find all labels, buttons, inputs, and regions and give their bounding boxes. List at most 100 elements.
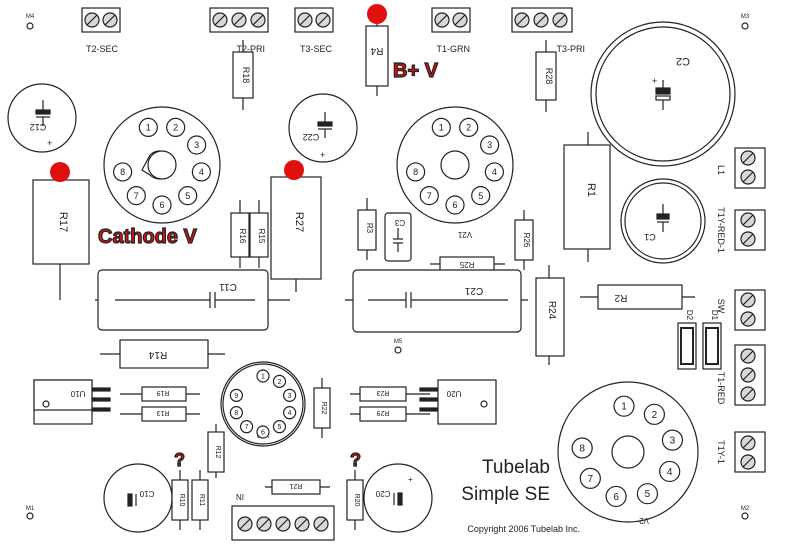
socket-pin-number: 2 xyxy=(278,379,282,386)
svg-text:D1: D1 xyxy=(710,310,719,321)
svg-text:T1Y-1: T1Y-1 xyxy=(716,440,726,464)
diode-d2: D2 xyxy=(677,310,697,370)
svg-text:R27: R27 xyxy=(293,212,305,232)
diode-d1: D1 xyxy=(702,310,722,370)
svg-text:+: + xyxy=(47,138,52,148)
svg-text:U10: U10 xyxy=(70,389,85,398)
question-annotation-right: ? xyxy=(350,450,361,470)
socket-pin-number: 7 xyxy=(427,191,432,201)
capacitor-c12: C12 + xyxy=(7,83,77,153)
svg-text:C20: C20 xyxy=(375,489,390,498)
socket-pin-number: 8 xyxy=(413,167,418,177)
socket-pin-number: 7 xyxy=(245,424,249,431)
question-annotation-left: ? xyxy=(174,450,185,470)
terminal-t2-sec: T2-SEC xyxy=(81,7,121,54)
svg-text:C10: C10 xyxy=(139,489,154,498)
svg-text:U20: U20 xyxy=(446,389,461,398)
mount-hole-m1: M1 xyxy=(26,506,35,520)
bplus-annotation: B+ V xyxy=(393,60,439,82)
svg-text:M5: M5 xyxy=(394,339,403,345)
svg-text:R29: R29 xyxy=(376,409,389,416)
socket-pin-number: 1 xyxy=(146,123,151,133)
socket-pin xyxy=(166,117,186,138)
svg-text:R2: R2 xyxy=(614,292,627,303)
socket-pin-number: 3 xyxy=(288,393,292,400)
bplus-test-marker xyxy=(367,4,387,24)
capacitor-c10: C10 xyxy=(103,463,173,533)
mount-hole-m3: M3 xyxy=(741,14,750,30)
svg-text:C2: C2 xyxy=(676,55,690,67)
svg-text:R10: R10 xyxy=(178,494,185,507)
socket-pin xyxy=(445,195,465,215)
socket-pin-number: 3 xyxy=(487,140,492,150)
regulator-u20: U20 xyxy=(419,379,497,425)
svg-text:R25: R25 xyxy=(459,260,474,269)
socket-pin xyxy=(579,467,601,489)
socket-pin xyxy=(283,406,297,420)
c2-plus: + xyxy=(652,76,657,86)
resistor-r19: R19 xyxy=(120,386,200,402)
socket-pin xyxy=(126,186,146,206)
socket-pin-number: 5 xyxy=(278,424,282,431)
resistor-r24: R24 xyxy=(535,265,565,365)
socket-pin xyxy=(256,369,270,383)
svg-text:D2: D2 xyxy=(685,310,694,321)
svg-text:M1: M1 xyxy=(26,506,35,512)
t2-pri-label: T2-PRI xyxy=(236,44,265,54)
regulator-u10: U10 xyxy=(33,379,111,425)
resistor-r12: R12 xyxy=(207,424,225,478)
socket-pin-number: 5 xyxy=(645,489,651,500)
terminal-t1-red: T1-RED xyxy=(716,344,766,406)
svg-text:SW: SW xyxy=(716,299,726,314)
socket-pin xyxy=(484,162,504,182)
capacitor-c3: C3 xyxy=(384,212,412,262)
svg-text:M4: M4 xyxy=(26,14,35,20)
resistor-r16: R16 xyxy=(230,200,250,268)
svg-text:R24: R24 xyxy=(546,301,557,320)
socket-pin xyxy=(605,485,627,508)
socket-pin xyxy=(152,195,172,215)
socket-pin-number: 4 xyxy=(199,167,204,177)
svg-text:R21: R21 xyxy=(289,482,302,489)
t3-pri-label: T3-PRI xyxy=(556,44,585,54)
svg-text:C21: C21 xyxy=(464,285,483,296)
svg-text:C11: C11 xyxy=(219,281,237,292)
svg-text:+: + xyxy=(320,150,325,160)
socket-pin xyxy=(471,186,491,206)
resistor-r2: R2 xyxy=(580,284,695,310)
resistor-r20: R20 xyxy=(346,470,364,530)
copyright: Copyright 2006 Tubelab Inc. xyxy=(467,524,580,534)
socket-pin xyxy=(480,135,500,155)
svg-text:R23: R23 xyxy=(376,389,389,396)
cathode-test-marker-left xyxy=(50,162,70,182)
socket-pin-number: 2 xyxy=(466,123,471,133)
socket-pin xyxy=(659,460,681,483)
socket-pin-number: 4 xyxy=(288,410,292,417)
terminal-t3-sec: T3-SEC xyxy=(294,7,334,54)
socket-pin xyxy=(459,117,479,138)
socket-pin-number: 6 xyxy=(159,200,164,210)
resistor-r17: R17 xyxy=(32,172,90,300)
capacitor-c11: C11 xyxy=(95,269,290,331)
mount-hole-m4: M4 xyxy=(26,14,35,30)
socket-pin xyxy=(406,162,426,182)
brand-line2: Simple SE xyxy=(461,484,550,505)
t3-sec-label: T3-SEC xyxy=(300,44,333,54)
capacitor-c1: C1 xyxy=(620,178,706,264)
socket-pin-number: 9 xyxy=(234,393,238,400)
svg-text:C22: C22 xyxy=(303,132,320,142)
svg-text:M3: M3 xyxy=(741,14,750,20)
socket-pin-number: 4 xyxy=(667,467,673,478)
terminal-t3-pri: T3-PRI xyxy=(511,7,585,54)
svg-text:R13: R13 xyxy=(156,409,169,416)
resistor-r11: R11 xyxy=(191,470,209,530)
socket-pin-number: 6 xyxy=(261,429,265,436)
socket-pin-number: 3 xyxy=(670,436,676,447)
socket-pin xyxy=(191,162,211,182)
svg-text:R15: R15 xyxy=(257,229,266,244)
socket-pin xyxy=(178,186,198,206)
